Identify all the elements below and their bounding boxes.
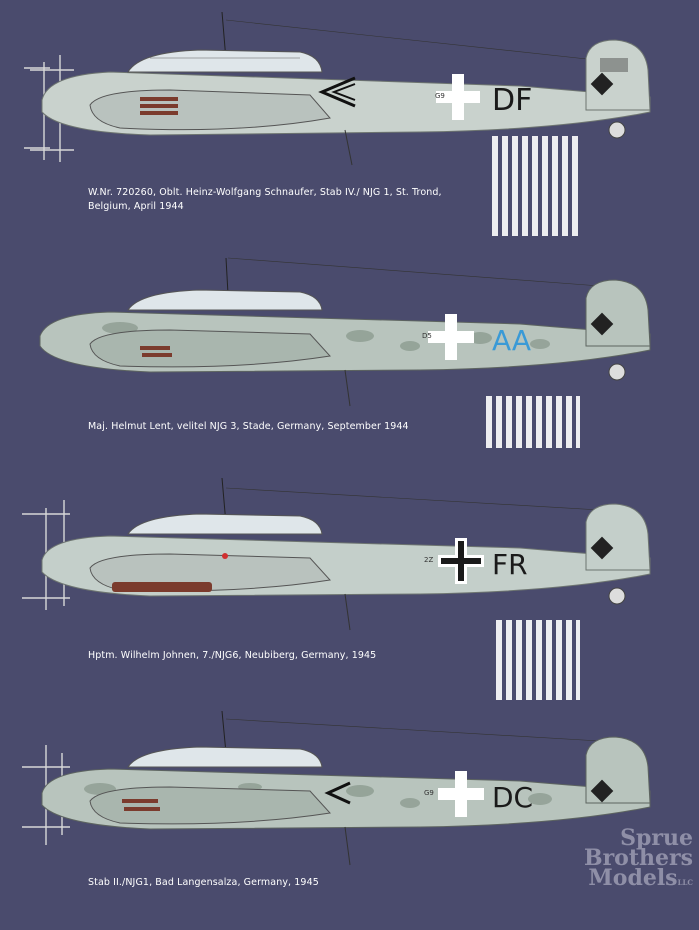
- aircraft-drawing-4: G9 DC: [22, 710, 651, 866]
- aircraft-profile-2: D5 AA: [0, 246, 699, 471]
- aircraft-drawing-1: G9 DF: [24, 11, 651, 166]
- profile-caption-2: Maj. Helmut Lent, velitel NJG 3, Stade, …: [88, 420, 409, 434]
- balkenkreuz-icon: [436, 74, 480, 120]
- unit-code-small: G9: [435, 92, 445, 100]
- unit-code-small: 2Z: [424, 556, 433, 564]
- aircraft-code: AA: [492, 324, 531, 357]
- unit-code-small: G9: [424, 789, 434, 797]
- caption-line: Maj. Helmut Lent, velitel NJG 3, Stade, …: [88, 421, 409, 432]
- victory-tally-1: [492, 136, 582, 236]
- watermark-line: Sprue: [620, 825, 693, 851]
- profile-caption-4: Stab II./NJG1, Bad Langensalza, Germany,…: [88, 876, 319, 890]
- caption-line: Belgium, April 1944: [88, 201, 184, 212]
- watermark-suffix: LLC: [677, 878, 693, 887]
- aircraft-drawing-3: 2Z FR: [22, 477, 651, 631]
- aircraft-code: DC: [492, 781, 533, 814]
- aircraft-profile-1: G9 DF: [0, 0, 699, 236]
- balkenkreuz-icon: [428, 314, 474, 360]
- victory-tally-3: [496, 620, 580, 700]
- balkenkreuz-icon: [438, 538, 484, 584]
- caption-line: Hptm. Wilhelm Johnen, 7./NJG6, Neubiberg…: [88, 650, 377, 661]
- aircraft-drawing-2: D5 AA: [39, 257, 651, 407]
- profile-caption-3: Hptm. Wilhelm Johnen, 7./NJG6, Neubiberg…: [88, 649, 376, 663]
- caption-line: W.Nr. 720260, Oblt. Heinz-Wolfgang Schna…: [88, 187, 442, 198]
- unit-code-small: D5: [422, 332, 432, 340]
- watermark-logo: Sprue Brothers ModelsLLC: [584, 825, 693, 893]
- aircraft-profile-4: G9 DC: [0, 705, 699, 930]
- caption-line: Stab II./NJG1, Bad Langensalza, Germany,…: [88, 877, 319, 888]
- profile-caption-1: W.Nr. 720260, Oblt. Heinz-Wolfgang Schna…: [88, 186, 442, 214]
- victory-tally-2: [486, 396, 580, 448]
- aircraft-profile-3: 2Z FR: [0, 470, 699, 700]
- aircraft-code: FR: [492, 548, 528, 581]
- aircraft-code: DF: [492, 83, 532, 118]
- watermark-line: Models: [588, 865, 678, 891]
- watermark-line: Brothers: [584, 845, 693, 871]
- balkenkreuz-icon: [438, 771, 484, 817]
